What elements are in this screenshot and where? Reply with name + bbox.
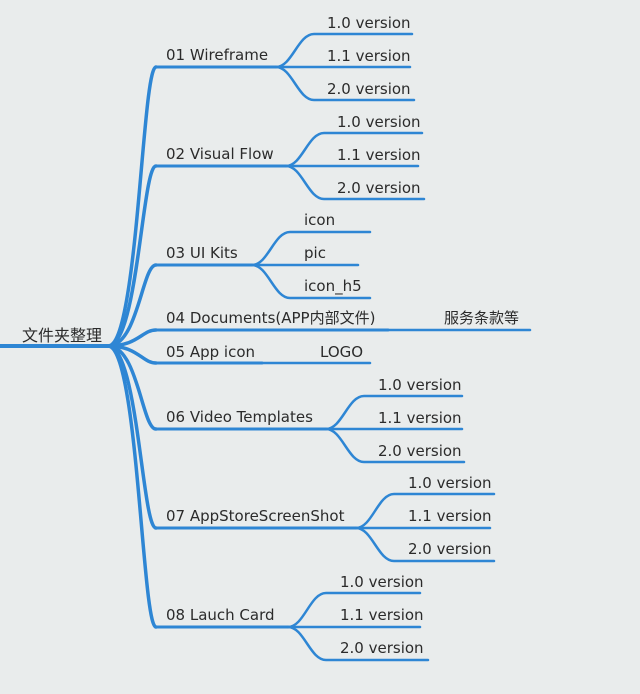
leaf-07-3: 2.0 version: [408, 540, 492, 558]
branch-08-lauch-card: 08 Lauch Card: [166, 606, 275, 624]
connector-root-to-branch-3: [106, 263, 158, 348]
root-topic: 文件夹整理: [22, 326, 102, 345]
leaf-03-3: icon_h5: [304, 277, 362, 296]
leaf-08-2: 1.1 version: [340, 606, 424, 624]
leaf-06-2: 1.1 version: [378, 409, 462, 427]
leaf-05-1: LOGO: [320, 343, 363, 361]
leaf-06-3: 2.0 version: [378, 442, 462, 460]
branch-06-video-templates: 06 Video Templates: [166, 408, 313, 426]
connector-root-to-branch-8: [106, 344, 158, 629]
leaf-01-2: 1.1 version: [327, 47, 411, 65]
leaf-connector-7-3: [354, 526, 496, 563]
branch-07-appstore-screenshot: 07 AppStoreScreenShot: [166, 507, 345, 525]
branch-01-wireframe: 01 Wireframe: [166, 46, 268, 64]
branch-05-app-icon: 05 App icon: [166, 343, 255, 361]
branch-04-documents: 04 Documents(APP内部文件): [166, 309, 375, 327]
leaf-connector-8-3: [286, 625, 430, 662]
leaf-connector-3-3: [250, 263, 372, 300]
leaf-01-3: 2.0 version: [327, 80, 411, 98]
leaf-07-2: 1.1 version: [408, 507, 492, 525]
connector-root-to-branch-1: [106, 65, 158, 348]
leaf-02-1: 1.0 version: [337, 113, 421, 131]
leaf-connector-2-3: [284, 164, 426, 201]
leaf-connector-6-3: [324, 427, 466, 464]
leaf-07-1: 1.0 version: [408, 474, 492, 492]
branch-03-ui-kits: 03 UI Kits: [166, 244, 238, 262]
mind-map-labels: 文件夹整理 01 Wireframe 02 Visual Flow 03 UI …: [22, 14, 519, 657]
leaf-02-2: 1.1 version: [337, 146, 421, 164]
leaf-03-1: icon: [304, 211, 335, 229]
leaf-06-1: 1.0 version: [378, 376, 462, 394]
leaf-connector-1-3: [274, 65, 416, 102]
leaf-08-3: 2.0 version: [340, 639, 424, 657]
leaf-04-1: 服务条款等: [444, 309, 519, 327]
leaf-01-1: 1.0 version: [327, 14, 411, 32]
connector-root-to-branch-2: [106, 164, 158, 348]
connector-root-to-branch-6: [106, 344, 158, 431]
mind-map-edges: [0, 32, 532, 662]
leaf-02-3: 2.0 version: [337, 179, 421, 197]
connector-root-to-branch-7: [106, 344, 158, 530]
leaf-08-1: 1.0 version: [340, 573, 424, 591]
branch-02-visual-flow: 02 Visual Flow: [166, 145, 274, 163]
leaf-03-2: pic: [304, 244, 326, 262]
